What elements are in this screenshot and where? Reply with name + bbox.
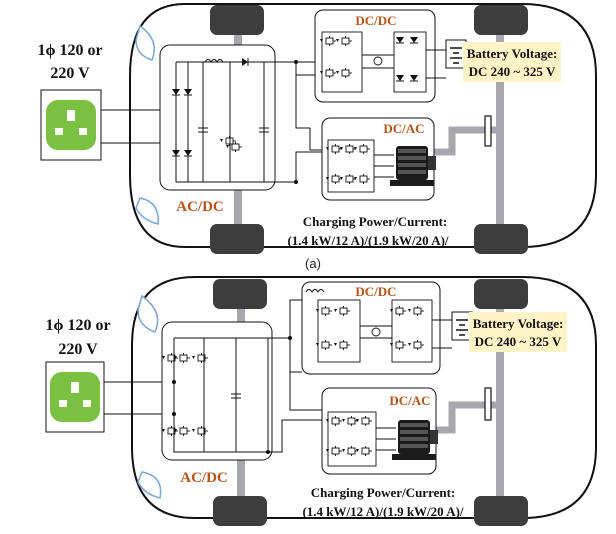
dcac-label: DC/AC	[389, 393, 430, 408]
diagram-b: 1ϕ 120 or 220 V AC/DC	[45, 276, 597, 526]
battery-voltage-label: Battery Voltage:	[467, 46, 558, 61]
dcac-label: DC/AC	[383, 121, 424, 136]
wheel-rear-left	[474, 5, 528, 35]
plug-icon	[46, 100, 96, 150]
headlight-icon	[135, 197, 159, 225]
dcdc-label: DC/DC	[355, 13, 396, 28]
source-label: 220 V	[58, 341, 98, 358]
charging-label: (1.4 kW/12 A)/(1.9 kW/20 A)/	[287, 233, 448, 248]
dcdc-converter-block	[314, 9, 436, 103]
differential-icon	[484, 387, 492, 421]
battery-voltage-label: Battery Voltage:	[473, 316, 564, 331]
drive-shaft	[435, 401, 500, 434]
wheel-front-left	[213, 279, 267, 309]
differential-icon	[484, 115, 492, 147]
acdc-converter-block	[159, 44, 276, 191]
battery-voltage-box	[463, 42, 561, 82]
dcdc-converter-block	[301, 281, 441, 375]
source-label: 1ϕ 120 or	[45, 317, 110, 334]
wheel-rear-left	[474, 279, 528, 309]
battery-voltage-label: DC 240 ~ 325 V	[469, 64, 556, 79]
wheel-rear-right	[474, 224, 528, 254]
caption-a: (a)	[305, 256, 321, 271]
drive-shaft	[432, 126, 500, 156]
battery-voltage-label: DC 240 ~ 325 V	[475, 334, 562, 349]
headlight-icon	[135, 24, 155, 61]
diagram-a: 1ϕ 120 or 220 V AC/DC	[37, 3, 597, 254]
charging-label: Charging Power/Current:	[303, 214, 448, 229]
charging-label: (1.4 kW/12 A)/(1.9 kW/20 A)/	[302, 504, 463, 519]
plug-icon	[50, 372, 100, 422]
charging-label: Charging Power/Current:	[311, 485, 456, 500]
acdc-label: AC/DC	[180, 470, 228, 486]
wheel-front-right	[213, 496, 267, 526]
battery-voltage-box	[469, 312, 567, 352]
wheel-front-left	[210, 5, 264, 35]
wheel-front-right	[210, 224, 264, 254]
headlight-icon	[137, 294, 159, 333]
dcdc-label: DC/DC	[355, 284, 396, 299]
headlight-icon	[137, 471, 162, 499]
rear-axle	[496, 296, 504, 500]
source-label: 1ϕ 120 or	[37, 42, 102, 59]
acdc-label: AC/DC	[176, 199, 224, 215]
source-label: 220 V	[50, 65, 90, 82]
wheel-rear-right	[474, 496, 528, 526]
acdc-converter-block	[161, 321, 273, 461]
rear-axle	[496, 22, 504, 227]
